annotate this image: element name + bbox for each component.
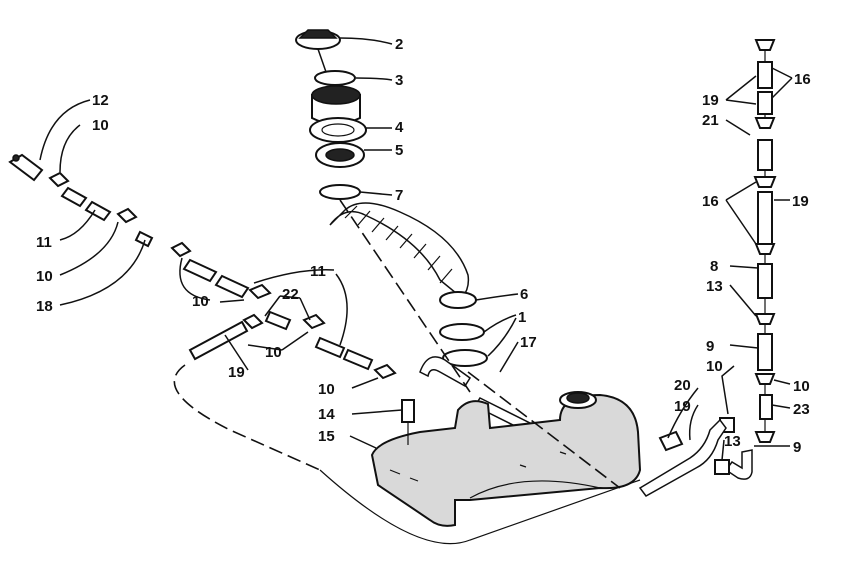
callout-9-bottom: 9 [793, 439, 801, 456]
guide-line-tank [467, 371, 621, 489]
callout-16-top: 16 [794, 71, 811, 88]
fuel-tank [370, 391, 642, 527]
callout-10-bottom: 10 [318, 381, 335, 398]
callout-10-mid: 10 [192, 293, 209, 310]
callout-10-right-b: 10 [793, 378, 810, 395]
clamps-1 [439, 323, 488, 367]
callout-4: 4 [395, 119, 404, 136]
callout-2: 2 [395, 36, 403, 53]
filler-neck [311, 70, 361, 125]
callout-16-mid: 16 [702, 193, 719, 210]
callout-17: 17 [520, 334, 537, 351]
callout-21: 21 [702, 112, 719, 129]
callout-10-left: 10 [36, 268, 53, 285]
callout-23: 23 [793, 401, 810, 418]
callout-15: 15 [318, 428, 335, 445]
callout-22: 22 [282, 286, 299, 303]
callout-20: 20 [674, 377, 691, 394]
callout-10-top: 10 [92, 117, 109, 134]
callout-18: 18 [36, 298, 53, 315]
callout-19-top: 19 [702, 92, 719, 109]
callout-9-top: 9 [706, 338, 714, 355]
callout-labels: 2 3 4 5 7 6 1 17 11 22 10 10 19 10 14 15… [36, 36, 811, 456]
callout-3: 3 [395, 72, 403, 89]
callout-12: 12 [92, 92, 109, 109]
callout-5: 5 [395, 142, 403, 159]
filler-gasket [309, 117, 367, 143]
right-assembly [638, 39, 777, 497]
hose-clamp-7 [319, 184, 361, 200]
callout-11-left: 11 [36, 234, 52, 251]
callout-19-right: 19 [792, 193, 809, 210]
filler-clamp-ring [315, 142, 365, 168]
callout-10-lower: 10 [265, 344, 282, 361]
guide-line-left [173, 364, 321, 471]
callout-11-mid: 11 [310, 263, 326, 280]
leader-lines [39, 37, 793, 461]
callout-19-bottom: 19 [674, 398, 691, 415]
left-hoses [48, 171, 397, 380]
filler-cap [295, 29, 341, 73]
primer-12 [8, 153, 44, 182]
guide-line-neck [339, 199, 471, 393]
callout-14: 14 [318, 406, 335, 423]
callout-13-top: 13 [706, 278, 723, 295]
callout-1: 1 [518, 309, 526, 326]
callout-10-right-a: 10 [706, 358, 723, 375]
callout-8: 8 [710, 258, 718, 275]
fitting-14 [401, 399, 415, 445]
callout-7: 7 [395, 187, 403, 204]
callout-6: 6 [520, 286, 528, 303]
bellows-hose [329, 202, 477, 309]
callout-19-left: 19 [228, 364, 245, 381]
guide-line-bottom [319, 469, 641, 545]
callout-13-bottom: 13 [724, 433, 741, 450]
